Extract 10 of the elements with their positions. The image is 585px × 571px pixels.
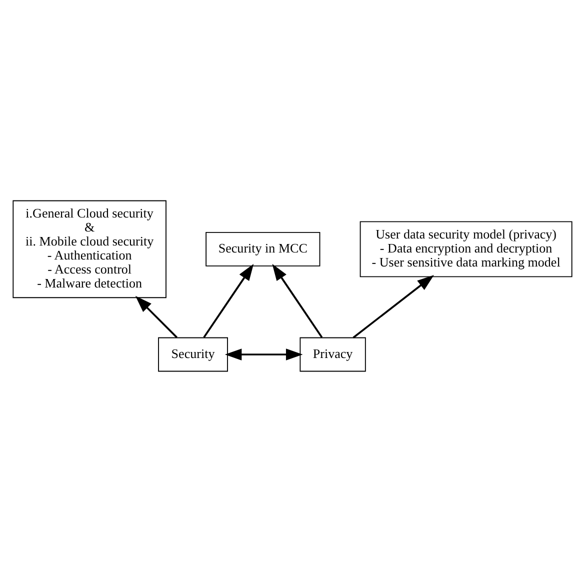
arrow (352, 274, 434, 338)
node-box: Security (158, 336, 228, 372)
node-box: Security in MCC (206, 231, 320, 266)
arrow (272, 263, 323, 338)
node-box: User data security model (privacy) - Data encryption and decryption - User sensitive data marking model (360, 220, 572, 277)
arrow (224, 348, 303, 360)
arrow (135, 295, 178, 338)
node-box: Privacy (300, 336, 366, 372)
arrow (203, 263, 254, 338)
node-box: i.General Cloud security & ii. Mobile cloud security - Authentication - Access control - Malware detection (12, 200, 166, 298)
